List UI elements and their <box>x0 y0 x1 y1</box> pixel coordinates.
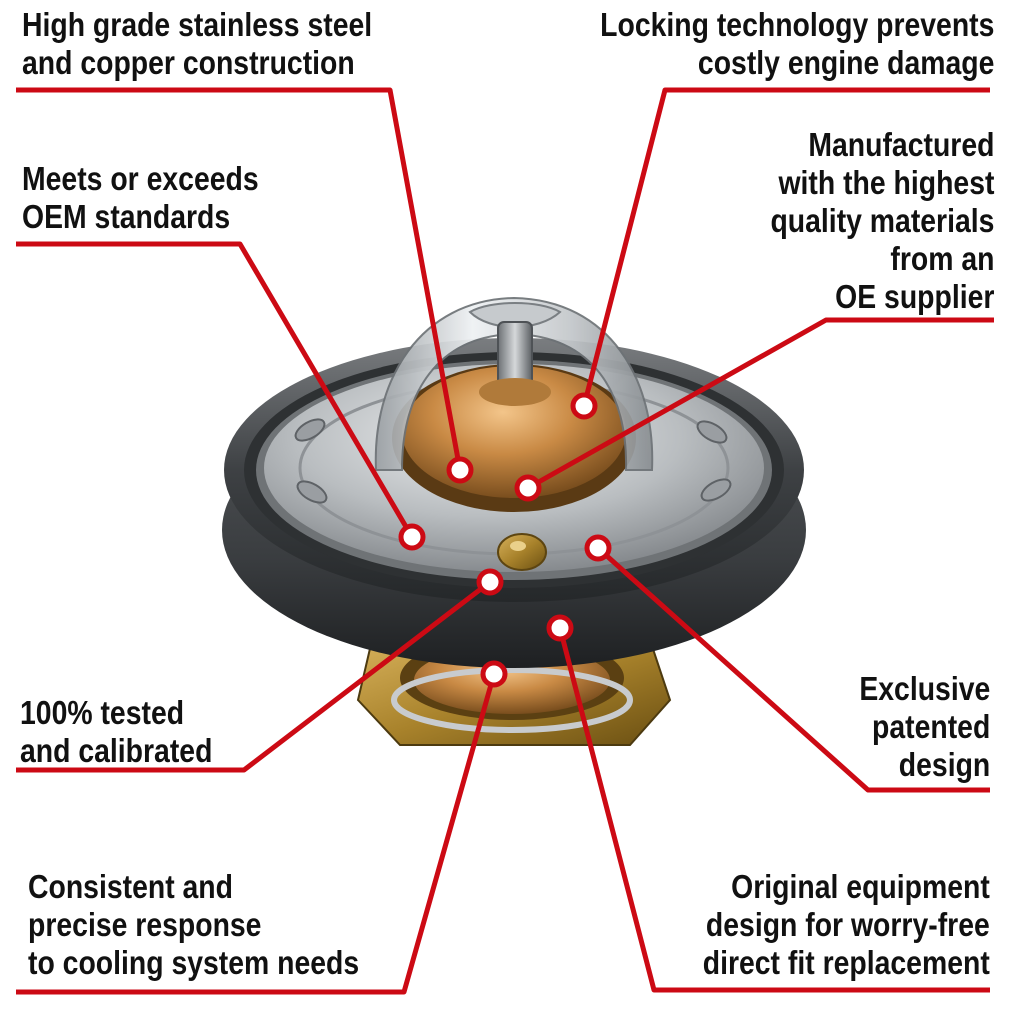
piston-stem <box>479 321 551 406</box>
callout-lines <box>16 87 994 995</box>
callout-text-line: OE supplier <box>834 278 994 315</box>
callout-leader-quality-materials <box>525 317 829 491</box>
callout-text-line: Original equipment <box>731 868 990 905</box>
callout-text-line: and calibrated <box>20 732 213 769</box>
callout-text-line: patented <box>871 708 990 745</box>
callout-leader-tested-calibrated <box>241 579 493 773</box>
callout-leader-locking-technology <box>581 87 668 409</box>
callout-text-line: Exclusive <box>859 670 990 707</box>
callout-text-line: design for worry-free <box>706 906 990 943</box>
callout-dot-tested-calibrated <box>476 568 504 596</box>
callout-text-line: from an <box>889 240 994 277</box>
callout-text-line: and copper construction <box>22 44 355 81</box>
callout-text-line: to cooling system needs <box>28 944 360 981</box>
callout-text-line: High grade stainless steel <box>22 6 373 43</box>
callout-dot-oem-standards <box>398 523 426 551</box>
callout-text-line: with the highest <box>777 164 994 201</box>
callout-text-line: 100% tested <box>20 694 185 731</box>
callout-dot-patented-design <box>584 534 612 562</box>
callout-text-line: design <box>898 746 990 783</box>
callout-text-line: costly engine damage <box>697 44 994 81</box>
callout-text-line: Locking technology prevents <box>599 6 994 43</box>
callout-leader-direct-fit <box>557 625 657 993</box>
callout-dot-quality-materials <box>514 474 542 502</box>
callout-dot-consistent-response <box>480 660 508 688</box>
callout-dot-direct-fit <box>546 614 574 642</box>
callout-leader-oem-standards <box>237 241 415 540</box>
bridge-dome <box>374 296 654 471</box>
callout-leader-consistent-response <box>401 671 497 995</box>
callout-text-line: Consistent and <box>28 868 233 905</box>
callout-text-line: precise response <box>28 906 262 943</box>
jiggle-pin <box>497 533 547 571</box>
callout-leader-steel-copper <box>387 87 463 473</box>
callout-text-line: Manufactured <box>807 126 994 163</box>
callout-text-line: quality materials <box>770 202 994 239</box>
callout-text-line: OEM standards <box>22 198 231 235</box>
callout-leader-patented-design <box>595 545 871 793</box>
callout-text-line: direct fit replacement <box>702 944 990 981</box>
callout-dot-locking-technology <box>570 392 598 420</box>
callout-dots <box>398 392 612 688</box>
callout-text-line: Meets or exceeds <box>22 160 259 197</box>
callout-dot-steel-copper <box>446 456 474 484</box>
